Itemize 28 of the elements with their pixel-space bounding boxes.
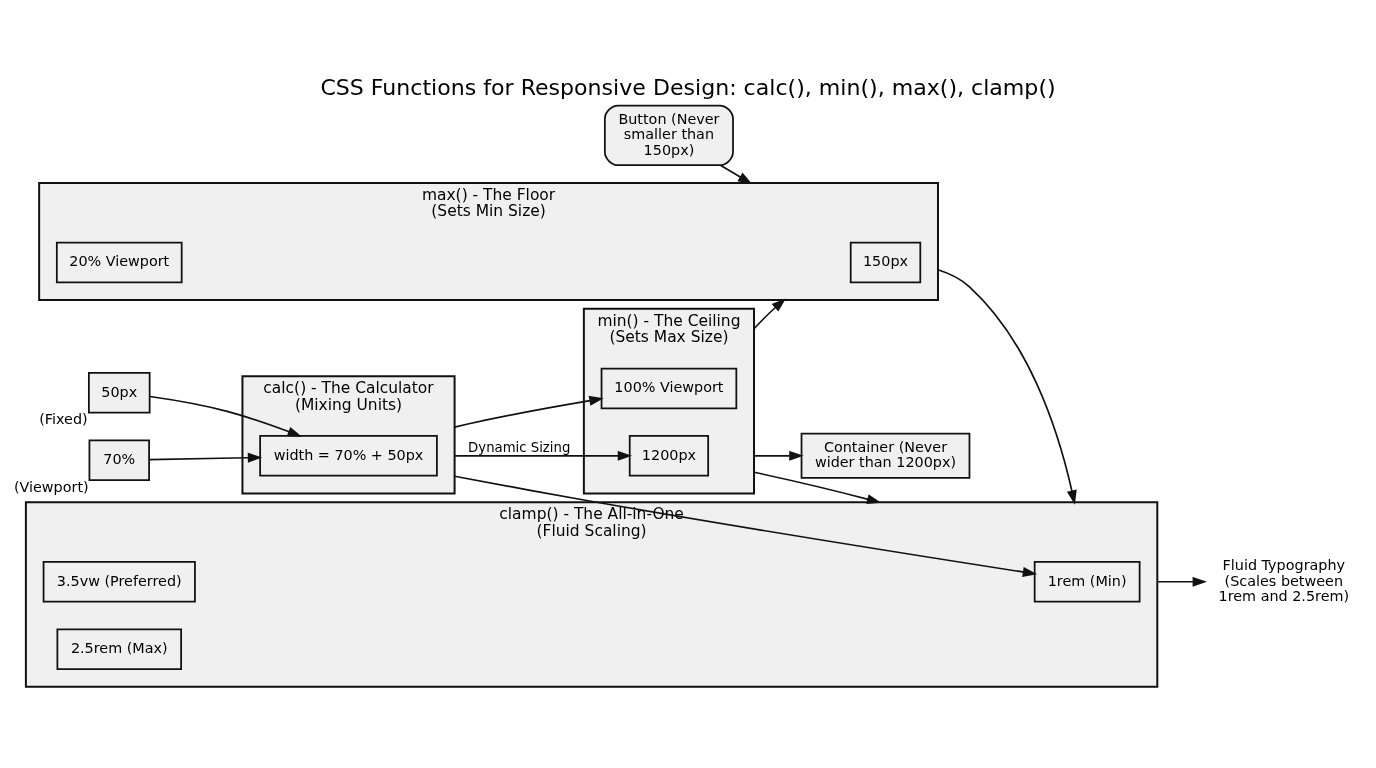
arrow [149,395,302,437]
node-box: 3.5vw (Preferred) [42,561,196,603]
node-box: 100% Viewport [600,367,738,410]
diagram-title: CSS Functions for Responsive Design: calc(), min(), max(), clamp() [320,73,1056,100]
arrow [1156,576,1207,587]
node-box: Button (Never smaller than 150px) [603,104,734,167]
arrow [720,164,753,185]
node-box: 1rem (Min) [1033,561,1141,603]
arrow [453,450,633,461]
node-text: Fluid Typography (Scales between 1rem and 2.5rem) [1218,557,1350,604]
node-box: width = 70% + 50px [259,435,438,477]
arrow [753,471,882,505]
arrow [148,452,263,463]
arrow [753,298,786,330]
node-box: 20% Viewport [55,241,183,284]
node-box: Container (Never wider than 1200px) [800,432,971,479]
node-box: 70% [88,439,150,481]
arrow [453,395,604,428]
node-label: (Viewport) [13,478,89,495]
arrow [937,268,1077,505]
node-box: 150px [849,241,922,284]
arrow [753,450,804,461]
edge-label: Dynamic Sizing [468,440,571,456]
node-label: (Fixed) [39,411,88,428]
arrow [453,475,1038,577]
node-box: 1200px [628,435,710,477]
node-box: 2.5rem (Max) [56,628,182,670]
node-box: 50px [88,372,151,414]
